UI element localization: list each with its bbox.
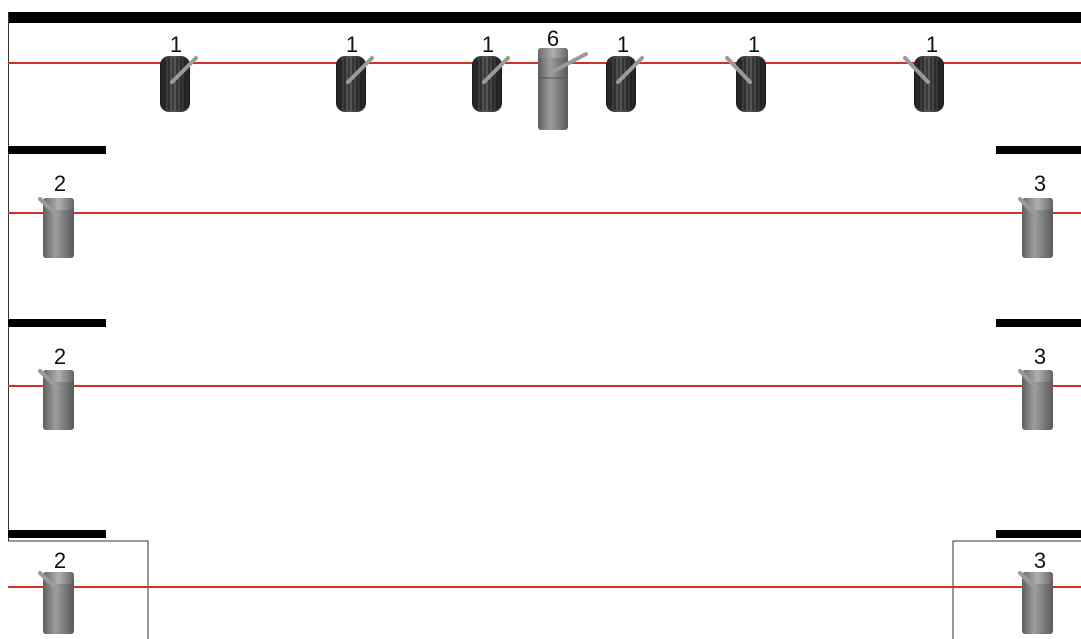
left-bracket-line: [8, 540, 149, 639]
left-shelf-3: [8, 530, 106, 538]
unit-label: 1: [748, 32, 760, 57]
unit-label: 3: [1034, 548, 1046, 573]
left-unit-row-1: 2: [38, 171, 74, 258]
top-unit-5: 1: [606, 32, 644, 112]
unit-label: 2: [54, 171, 66, 196]
right-bracket-line: [952, 540, 1081, 639]
top-unit-7: 1: [903, 32, 944, 112]
right-unit-row-2: 3: [1018, 344, 1053, 430]
top-unit-2: 1: [336, 32, 374, 112]
unit-label: 1: [346, 32, 358, 57]
left-unit-row-3: 2: [38, 548, 74, 634]
left-shelf-1: [8, 146, 106, 154]
unit-label: 1: [617, 32, 629, 57]
unit-label: 1: [170, 32, 182, 57]
unit-label: 2: [54, 344, 66, 369]
right-unit-row-1: 3: [1018, 171, 1053, 258]
left-unit-row-2: 2: [38, 344, 74, 430]
unit-label: 1: [926, 32, 938, 57]
top-unit-1: 1: [160, 32, 198, 112]
unit-label: 2: [54, 548, 66, 573]
top-unit-6: 1: [725, 32, 766, 112]
unit-label: 1: [482, 32, 494, 57]
right-unit-row-3: 3: [1018, 548, 1053, 634]
top-unit-6-tall: 6: [538, 26, 588, 130]
left-shelf-2: [8, 319, 106, 327]
top-frame-bar: [8, 12, 1081, 23]
right-shelf-1: [996, 146, 1081, 154]
top-unit-3: 1: [472, 32, 510, 112]
right-shelf-2: [996, 319, 1081, 327]
unit-label: 3: [1034, 344, 1046, 369]
right-shelf-3: [996, 530, 1081, 538]
unit-label: 6: [547, 26, 559, 51]
unit-label: 3: [1034, 171, 1046, 196]
